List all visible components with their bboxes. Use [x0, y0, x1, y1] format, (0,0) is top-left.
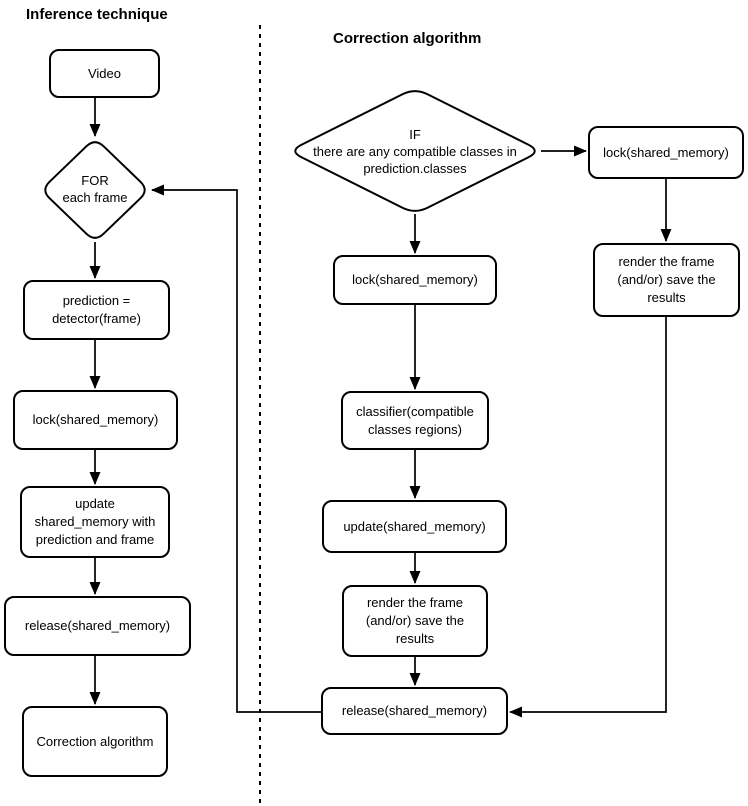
left-column-heading: Inference technique [26, 6, 168, 23]
node-if-condition-label: IF there are any compatible classes in p… [313, 127, 517, 177]
node-update-shared-memory-left: update shared_memory with prediction and… [20, 486, 170, 558]
node-release-shared-memory-main: release(shared_memory) [321, 687, 508, 735]
node-correction-algorithm: Correction algorithm [22, 706, 168, 777]
node-update-shared-memory-main: update(shared_memory) [322, 500, 507, 553]
if-condition-diamond-shape [294, 90, 536, 212]
for-each-frame-diamond-shape [44, 141, 146, 239]
node-lock-shared-memory-branch: lock(shared_memory) [588, 126, 744, 179]
node-prediction-detector: prediction = detector(frame) [23, 280, 170, 340]
node-render-frame-branch: render the frame (and/or) save the resul… [593, 243, 740, 317]
arrow-release-loop-to-for [151, 184, 321, 713]
node-for-each-frame-label: FOR each frame [62, 173, 128, 206]
node-release-shared-memory-left: release(shared_memory) [4, 596, 191, 656]
right-column-heading: Correction algorithm [333, 30, 482, 47]
node-lock-shared-memory-left: lock(shared_memory) [13, 390, 178, 450]
node-lock-shared-memory-main: lock(shared_memory) [333, 255, 497, 305]
node-video: Video [49, 49, 160, 98]
node-classifier: classifier(compatible classes regions) [341, 391, 489, 450]
arrow-render-branch-to-release [509, 317, 667, 718]
node-render-frame-main: render the frame (and/or) save the resul… [342, 585, 488, 657]
